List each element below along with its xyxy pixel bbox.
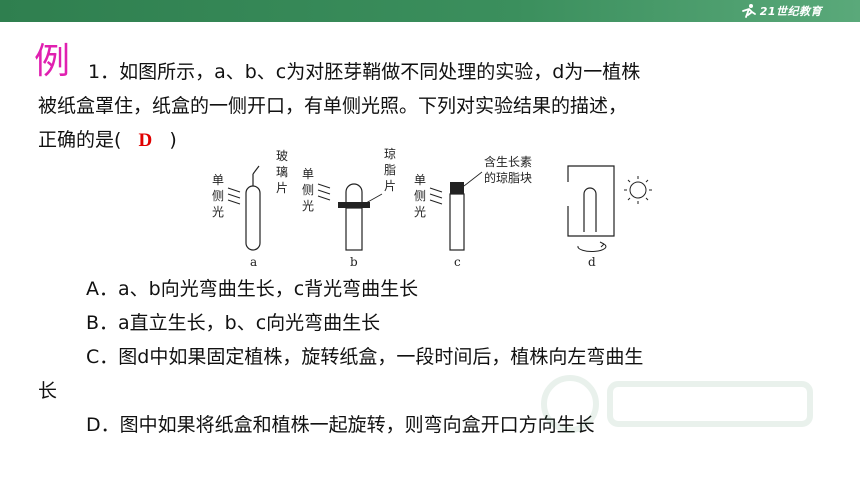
rotate-arrow-icon: [577, 243, 607, 253]
panel-b-caption: b: [350, 255, 358, 269]
panel-b-part-1: 琼: [384, 146, 396, 161]
watermark-logo: [541, 375, 813, 433]
panel-b-part-3: 片: [384, 179, 396, 193]
panel-a-part-1: 玻: [276, 149, 288, 163]
panel-b: 单 侧 光 琼 脂 片 b: [302, 146, 396, 269]
answer-letter: D: [138, 130, 153, 151]
option-c[interactable]: C．图d中如果固定植株，旋转纸盒，一段时间后，植株向左弯曲生: [86, 346, 644, 368]
option-c-continued: 长: [38, 380, 58, 402]
panel-c-part-1: 含生长素: [484, 154, 532, 169]
panel-a-light-3: 光: [212, 205, 224, 219]
option-b[interactable]: B．a直立生长，b、c向光弯曲生长: [86, 312, 381, 334]
panel-b-part-2: 脂: [384, 162, 396, 177]
option-d[interactable]: D．图中如果将纸盒和植株一起旋转，则弯向盒开口方向生长: [86, 414, 595, 436]
answer-options: A．a、b向光弯曲生长，c背光弯曲生长 B．a直立生长，b、c向光弯曲生长 C．…: [38, 272, 838, 442]
panel-c-part-2: 的琼脂块: [484, 170, 532, 185]
experiment-figure: 单 侧 光 玻 璃 片 a 单 侧 光 琼 脂 片 b 单 侧 光: [212, 146, 652, 269]
rotate-arrowhead: [599, 241, 605, 248]
panel-c-light-1: 单: [414, 173, 426, 187]
question-suffix: ): [169, 129, 177, 151]
plant-icon: [583, 187, 597, 232]
light-arrows-icon: [227, 187, 241, 205]
panel-d-caption: d: [588, 255, 596, 269]
question-text: 1．如图所示，a、b、c为对胚芽鞘做不同处理的实验，d为一植株 被纸盒罩住，纸盒…: [38, 55, 838, 158]
header-bar: 21世纪教育: [0, 0, 860, 22]
example-mark: 例: [34, 41, 71, 82]
question-line-1: 1．如图所示，a、b、c为对胚芽鞘做不同处理的实验，d为一植株: [88, 61, 641, 83]
runner-icon: [741, 4, 756, 18]
paper-box-icon: [567, 165, 615, 237]
agar-block-icon: [450, 182, 464, 194]
panel-b-light-1: 单: [302, 167, 314, 181]
panel-d: d: [567, 165, 652, 269]
light-arrows-icon: [317, 183, 331, 201]
question-line-3: 正确的是( D): [38, 123, 838, 158]
panel-a-light-1: 单: [212, 173, 224, 187]
coleoptile-a: [245, 185, 261, 251]
agar-block-pointer: [463, 171, 483, 187]
panel-b-light-3: 光: [302, 199, 314, 213]
agar-plate-icon: [338, 202, 370, 208]
panel-a-caption: a: [250, 255, 257, 269]
panel-c-caption: c: [454, 255, 461, 269]
question-line-2: 被纸盒罩住，纸盒的一侧开口，有单侧光照。下列对实验结果的描述，: [38, 95, 628, 117]
sun-icon: [624, 176, 652, 204]
light-arrows-icon: [429, 187, 443, 205]
panel-a-part-3: 片: [276, 181, 288, 195]
panel-c-light-3: 光: [414, 205, 426, 219]
agar-pointer: [365, 193, 383, 204]
coleoptile-b-base: [345, 207, 363, 251]
panel-b-light-2: 侧: [302, 183, 314, 197]
panel-a-light-2: 侧: [212, 189, 224, 203]
option-a[interactable]: A．a、b向光弯曲生长，c背光弯曲生长: [86, 278, 419, 300]
panel-c: 单 侧 光 含生长素 的琼脂块 c: [414, 154, 532, 269]
glass-plate-icon: [252, 165, 260, 186]
panel-a: 单 侧 光 玻 璃 片 a: [212, 149, 288, 269]
coleoptile-b-tip: [345, 183, 363, 204]
logo-text: 21世纪教育: [759, 5, 822, 18]
panel-c-light-2: 侧: [414, 189, 426, 203]
panel-a-part-2: 璃: [276, 165, 288, 179]
coleoptile-c: [449, 193, 465, 251]
question-prefix: 正确的是(: [38, 129, 122, 151]
site-logo: 21世纪教育: [739, 2, 822, 20]
